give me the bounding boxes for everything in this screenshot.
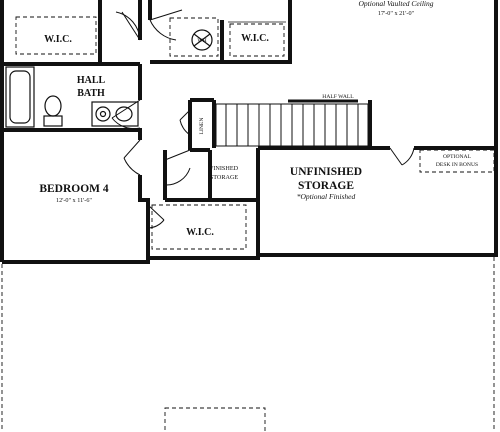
bedroom-4-label: BEDROOM 4 xyxy=(39,183,109,195)
water-heater-label: WH xyxy=(197,38,206,44)
dashed-outlines xyxy=(1,16,495,432)
interior-walls xyxy=(2,0,496,262)
vanity-sink-icon xyxy=(91,101,139,127)
vaulted-ceiling-note: Optional Vaulted Ceiling xyxy=(359,0,434,8)
wic-top-left-label: W.I.C. xyxy=(44,34,72,45)
unfinished-storage-label-line1: UNFINISHED xyxy=(290,166,362,178)
unfinished-storage-label-line2: STORAGE xyxy=(298,180,354,192)
hall-bath-label-line1: HALL xyxy=(77,75,106,86)
wic-bottom-label: W.I.C. xyxy=(186,227,214,238)
finished-storage-label-line1: FINISHED xyxy=(210,165,239,172)
unfinished-storage-note: *Optional Finished xyxy=(297,192,356,201)
door-swings xyxy=(111,9,415,229)
optional-desk-label-line2: DESK IN BONUS xyxy=(436,162,478,168)
half-wall-label: HALF WALL xyxy=(322,94,354,100)
wic-top-right-label: W.I.C. xyxy=(241,33,269,44)
water-heater-icon xyxy=(191,29,213,51)
linen-label: LINEN xyxy=(199,118,205,135)
toilet-icon xyxy=(43,95,63,127)
finished-storage-label-line2: STORAGE xyxy=(210,174,239,181)
bathtub-icon xyxy=(5,66,35,128)
optional-desk-label-line1: OPTIONAL xyxy=(443,154,472,160)
vaulted-ceiling-dims: 17'-0" x 21'-0" xyxy=(378,10,415,17)
staircase xyxy=(215,103,369,147)
hall-bath-label-line2: BATH xyxy=(77,88,105,99)
bedroom-4-dims: 12'-0" x 11'-6" xyxy=(56,197,92,204)
